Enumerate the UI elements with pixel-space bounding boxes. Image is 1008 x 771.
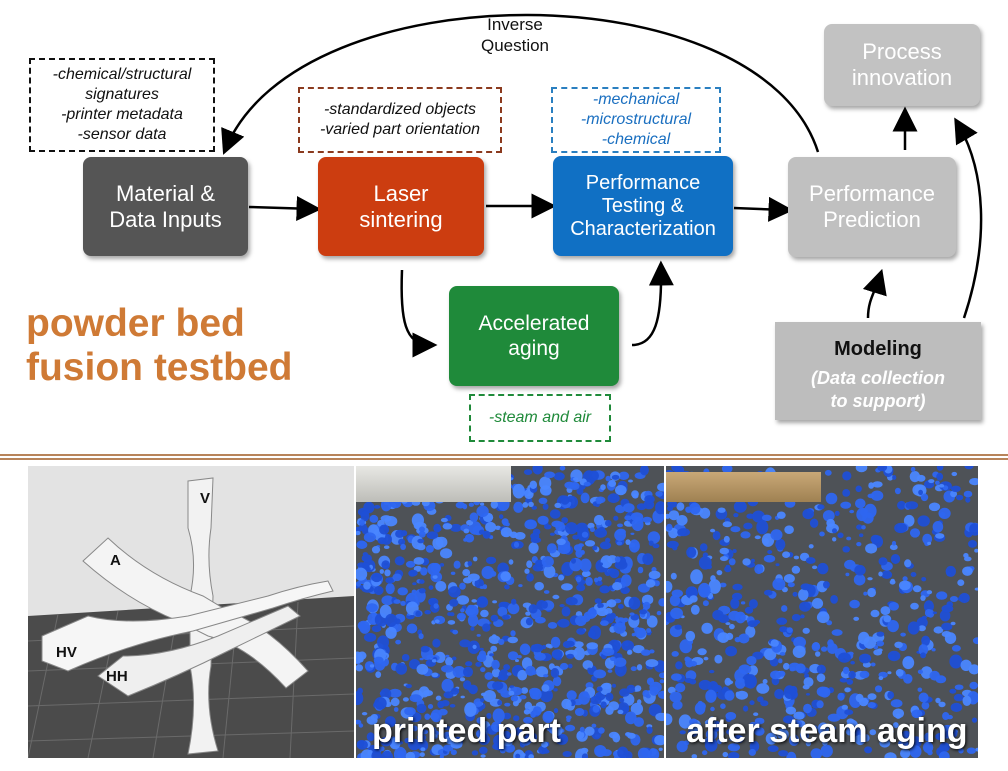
- arrow-laser-to-aging: [400, 269, 438, 358]
- printed-part-label: printed part: [372, 712, 561, 750]
- process-innovation-box: Process innovation: [824, 24, 980, 106]
- arrow-aging-to-testing: [631, 260, 674, 347]
- arrow-testing-to-prediction: [733, 196, 794, 222]
- material-data-inputs-box: Material & Data Inputs: [83, 157, 248, 256]
- inputs-note: -chemical/structural signatures -printer…: [29, 58, 215, 152]
- divider-bottom: [0, 458, 1008, 460]
- arrow-modeling-to-prediction: [862, 268, 887, 319]
- steam-aged-sample-strip: [666, 472, 821, 502]
- performance-testing-box: Performance Testing & Characterization: [553, 156, 733, 256]
- divider-top: [0, 454, 1008, 456]
- testing-note: -mechanical -microstructural -chemical: [551, 87, 721, 153]
- laser-sintering-box: Laser sintering: [318, 157, 484, 256]
- accelerated-aging-box: Accelerated aging: [449, 286, 619, 386]
- model-label-v: V: [200, 490, 211, 507]
- arrow-material-to-laser: [248, 195, 322, 221]
- performance-prediction-box: Performance Prediction: [788, 157, 956, 257]
- steam-aged-panel: after steam aging: [666, 466, 978, 758]
- arrow-modeling-to-innovation: [954, 117, 983, 319]
- model-label-hh: HH: [106, 668, 128, 685]
- laser-note: -standardized objects -varied part orien…: [298, 87, 502, 153]
- model-label-hv: HV: [56, 644, 77, 661]
- printed-part-panel: printed part: [356, 466, 664, 758]
- model-render-panel: V A HV HH: [28, 466, 354, 758]
- specimen-model-illustration: [28, 477, 354, 758]
- modeling-box: Modeling (Data collection to support): [775, 322, 981, 420]
- steam-aged-microstructure: [666, 466, 978, 758]
- modeling-subtitle: (Data collection to support): [810, 368, 946, 411]
- testbed-title: powder bed fusion testbed: [26, 302, 293, 389]
- modeling-title: Modeling: [834, 338, 922, 360]
- inverse-question-label: Inverse Question: [480, 15, 550, 55]
- model-label-a: A: [110, 552, 121, 569]
- inverse-question-arc: [221, 13, 820, 155]
- steam-aged-label: after steam aging: [686, 712, 968, 750]
- printed-part-sample-strip: [356, 466, 511, 502]
- aging-note: -steam and air: [469, 394, 611, 442]
